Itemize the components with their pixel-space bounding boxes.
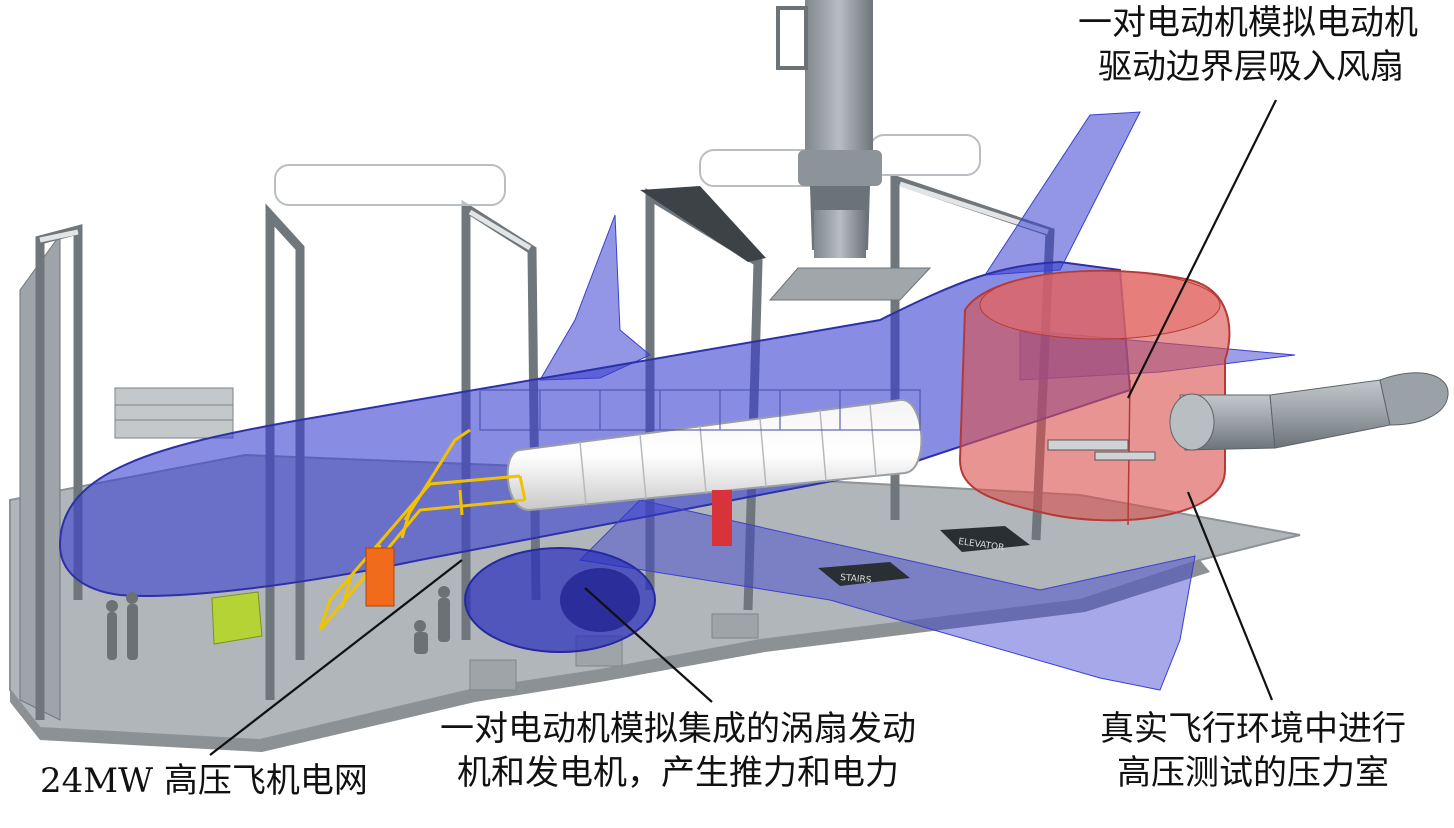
callout-chamber-line2: 高压测试的压力室 [1117, 752, 1389, 793]
leader-lines [209, 99, 1277, 756]
cabin-tube [479, 389, 923, 512]
red-cabinet [712, 490, 732, 546]
green-panel [211, 591, 263, 645]
pressure-chamber [958, 269, 1231, 526]
callout-motors-line1: 一对电动机模拟电动机 [1078, 3, 1418, 43]
callout-grid-text: 24MW 高压飞机电网 [40, 761, 368, 801]
leader-motors [1127, 99, 1277, 399]
upper-wing [539, 214, 651, 381]
orange-panel [365, 547, 395, 607]
callout-turbofan-line2: 机和发电机，产生推力和电力 [457, 752, 899, 793]
floor-signs: ELEVATOR STAIRS [818, 526, 1030, 586]
human-figures [106, 586, 450, 660]
callout-chamber-line1: 真实飞行环境中进行 [1100, 709, 1406, 749]
overhead-cranes [274, 134, 981, 206]
leader-grid [209, 559, 463, 756]
stairs-label: STAIRS [840, 573, 872, 586]
stair-platform [318, 428, 527, 631]
vertical-stabilizer [984, 111, 1141, 276]
leader-chamber [1186, 491, 1274, 701]
callout-motors-fans: 一对电动机模拟电动机 驱动边界层吸入风扇 [1078, 2, 1418, 89]
callout-grid: 24MW 高压飞机电网 [40, 760, 368, 804]
chamber-benches [1047, 439, 1156, 461]
leader-turbofan [584, 587, 713, 703]
fuselage [58, 260, 1132, 597]
callout-turbofan-line1: 一对电动机模拟集成的涡扇发动 [440, 709, 916, 749]
callout-turbofan: 一对电动机模拟集成的涡扇发动 机和发电机，产生推力和电力 [440, 708, 916, 795]
exhaust-duct [768, 0, 932, 301]
horizontal-exhaust [1169, 372, 1449, 451]
callout-motors-line2: 驱动边界层吸入风扇 [1098, 46, 1404, 87]
lower-wing [578, 499, 1196, 691]
callout-chamber: 真实飞行环境中进行 高压测试的压力室 [1100, 708, 1406, 795]
roof-girder [640, 186, 766, 262]
